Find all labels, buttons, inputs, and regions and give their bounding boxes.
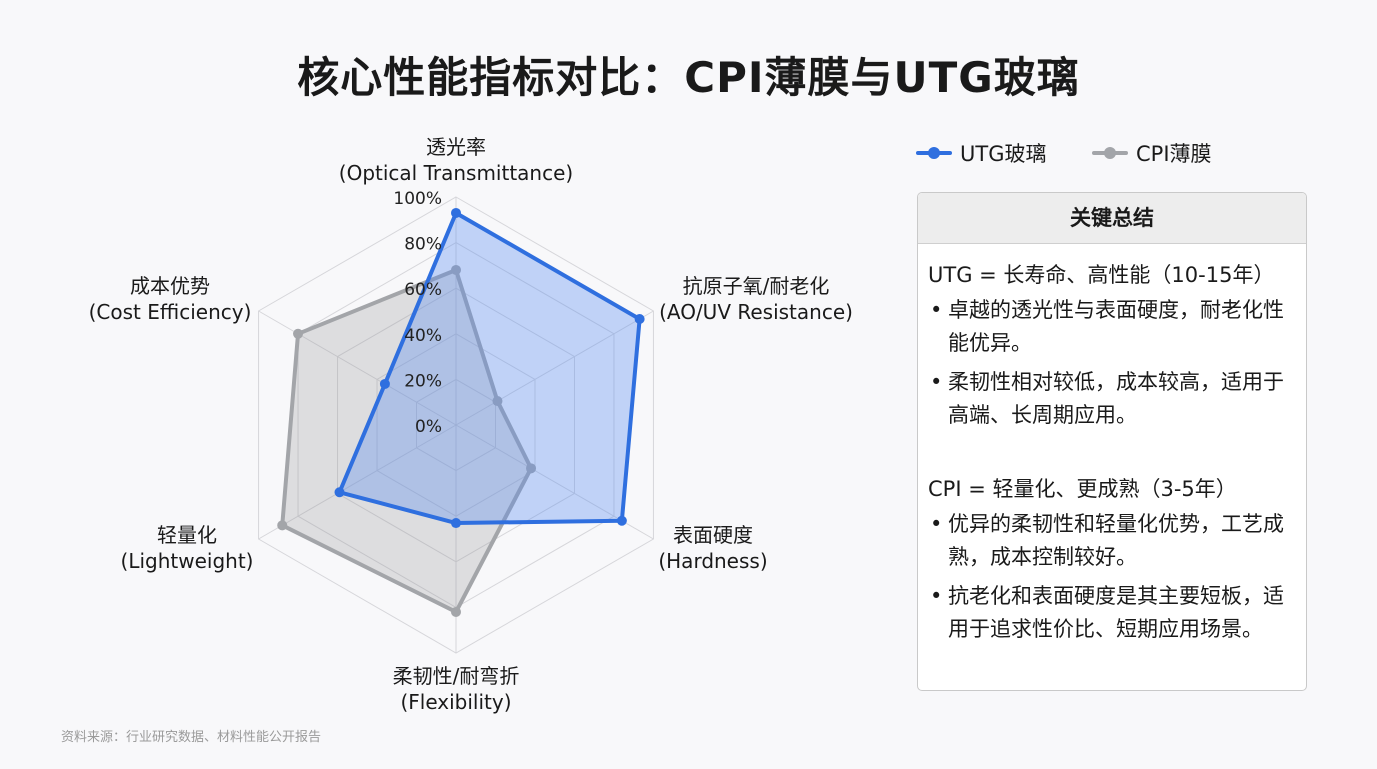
data-point [379,378,390,389]
bullet-item: 卓越的透光性与表面硬度，耐老化性能优异。 [928,294,1296,360]
grid-spoke [455,310,654,426]
axis-label-en: (Hardness) [658,549,767,573]
summary-section-cpi: CPI = 轻量化、更成熟（3-5年） 优异的柔韧性和轻量化优势，工艺成熟，成本… [918,474,1306,646]
legend-item-utg[interactable]: UTG玻璃 [916,138,1046,168]
data-point [451,207,461,218]
grid-spoke [258,424,457,540]
data-point [451,518,461,529]
axis-label-en: (Cost Efficiency) [89,300,252,324]
bullet-item: 抗老化和表面硬度是其主要短板，适用于追求性价比、短期应用场景。 [928,580,1296,646]
data-point [334,487,345,498]
bullet-item: 柔韧性相对较低，成本较高，适用于高端、长周期应用。 [928,366,1296,432]
data-point [451,606,461,617]
axis-label-cn: 表面硬度 [673,523,753,547]
data-point [451,264,461,275]
page-title: 核心性能指标对比：CPI薄膜与UTG玻璃 [297,53,1080,102]
axis-label-cn: 柔韧性/耐弯折 [393,664,520,688]
tick-label: 0% [415,417,442,437]
data-point [293,328,304,339]
legend-label: UTG玻璃 [960,142,1047,166]
data-point [492,396,503,407]
data-point [616,515,627,526]
axis-label-en: (AO/UV Resistance) [659,300,853,324]
legend-label: CPI薄膜 [1136,142,1212,166]
summary-section-utg: UTG = 长寿命、高性能（10-15年） 卓越的透光性与表面硬度，耐老化性能优… [918,260,1306,432]
tick-label: 40% [404,326,442,346]
axis-label-cn: 抗原子氧/耐老化 [683,274,830,298]
axis-label-en: (Lightweight) [121,549,254,573]
data-point [634,313,645,324]
axis-label-cn: 透光率 [426,135,486,159]
section-heading: CPI = 轻量化、更成熟（3-5年） [928,477,1237,501]
summary-header: 关键总结 [918,193,1306,244]
radar-chart: 0% 20% 40% 60% 80% 100% 透光率(Optical Transmitta… [89,135,853,714]
axis-label-cn: 轻量化 [157,523,217,547]
tick-label: 100% [393,189,442,209]
axis-label-cn: 成本优势 [130,274,210,298]
summary-panel: 关键总结 UTG = 长寿命、高性能（10-15年） 卓越的透光性与表面硬度，耐… [917,192,1307,691]
tick-label: 80% [404,235,442,255]
legend-item-cpi[interactable]: CPI薄膜 [1092,138,1212,168]
source-note: 资料来源：行业研究数据、材料性能公开报告 [61,730,322,745]
legend-line-cpi-icon [1092,147,1128,159]
bullet-item: 优异的柔韧性和轻量化优势，工艺成熟，成本控制较好。 [928,508,1296,574]
section-heading: UTG = 长寿命、高性能（10-15年） [928,263,1275,287]
tick-label: 20% [404,371,442,391]
tick-label: 60% [404,280,442,300]
axis-label-en: (Optical Transmittance) [339,161,573,185]
data-point [526,463,537,474]
grid-spoke [258,310,457,426]
legend-line-utg-icon [916,147,952,159]
data-point [277,520,288,531]
axis-label-en: (Flexibility) [400,690,511,714]
